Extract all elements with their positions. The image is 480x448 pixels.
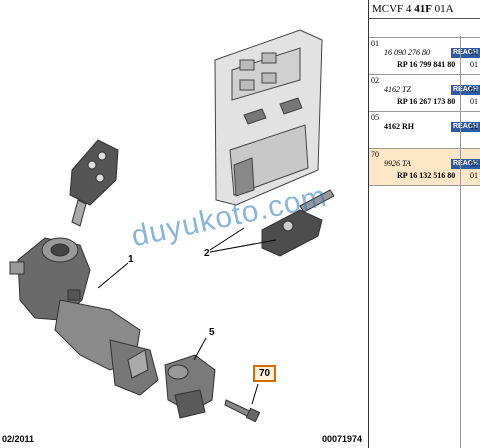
part-qty: 01 bbox=[470, 48, 478, 57]
part-row-05[interactable]: 05 4162 RH REACH 01 bbox=[369, 112, 480, 149]
part-ref-line: 16 090 276 80 REACH 01 bbox=[384, 47, 480, 59]
footer-date: 02/2011 bbox=[2, 434, 35, 444]
part-rp-number[interactable]: RP 16 267 173 80 bbox=[397, 97, 456, 106]
part-index: 05 bbox=[371, 113, 379, 122]
reach-badge: REACH bbox=[451, 48, 480, 58]
callout-1[interactable]: 1 bbox=[128, 254, 134, 265]
code-prefix: MCVF 4 bbox=[372, 3, 412, 15]
part-ref-line: 4162 RH REACH 01 bbox=[384, 121, 480, 133]
part-index: 01 bbox=[371, 39, 379, 48]
code-suffix: 01A bbox=[434, 3, 454, 15]
code-bold: 41F bbox=[414, 3, 432, 15]
reach-badge: REACH bbox=[451, 85, 480, 95]
exploded-view-illustration: duyukoto.com 1 2 5 70 02/2011 00071974 bbox=[0, 0, 369, 448]
parts-list-panel: MCVF 4 41F 01A 01 16 090 276 80 REACH 01… bbox=[369, 0, 480, 448]
callout-70-highlighted[interactable]: 70 bbox=[253, 365, 277, 382]
part-qty: 02 bbox=[470, 159, 478, 168]
part-ref-line: 9926 TA REACH 02 bbox=[384, 158, 480, 170]
part-index: 70 bbox=[371, 150, 379, 159]
part-qty: 01 bbox=[470, 171, 478, 180]
fixing-bolt bbox=[224, 399, 261, 423]
ignition-lock-assembly bbox=[9, 237, 159, 396]
part-row-02[interactable]: 02 4162 TZ REACH 01 RP 16 267 173 80 01 bbox=[369, 75, 480, 112]
part-index: 02 bbox=[371, 76, 379, 85]
door-panel bbox=[214, 29, 323, 206]
part-ref: 16 090 276 80 bbox=[384, 48, 430, 57]
part-ref: 4162 RH bbox=[384, 122, 414, 131]
part-rp-line: RP 16 799 841 80 01 bbox=[384, 59, 478, 71]
footer-drawing-ref: 00071974 bbox=[321, 434, 362, 444]
callout-2[interactable]: 2 bbox=[204, 248, 210, 259]
part-rp-line: RP 16 267 173 80 01 bbox=[384, 96, 478, 108]
part-rp-number[interactable]: RP 16 799 841 80 bbox=[397, 60, 456, 69]
part-row-70-highlighted[interactable]: 70 9926 TA REACH 02 RP 16 132 516 80 01 bbox=[369, 149, 480, 186]
part-qty: 01 bbox=[470, 60, 478, 69]
qty-column-divider bbox=[460, 36, 461, 448]
remote-key bbox=[261, 189, 335, 257]
parts-drawing bbox=[9, 29, 335, 423]
lock-cylinder bbox=[164, 354, 216, 419]
part-ref-line: 4162 TZ REACH 01 bbox=[384, 84, 480, 96]
part-ref: 4162 TZ bbox=[384, 85, 411, 94]
catalog-code-header: MCVF 4 41F 01A bbox=[369, 0, 480, 19]
part-qty: 01 bbox=[470, 122, 478, 131]
part-qty: 01 bbox=[470, 85, 478, 94]
part-row-01[interactable]: 01 16 090 276 80 REACH 01 RP 16 799 841 … bbox=[369, 38, 480, 75]
part-rp-line: RP 16 132 516 80 01 bbox=[384, 170, 478, 182]
part-rp-number[interactable]: RP 16 132 516 80 bbox=[397, 171, 456, 180]
part-qty: 01 bbox=[470, 97, 478, 106]
leader-lines bbox=[97, 227, 277, 405]
reach-badge: REACH bbox=[451, 122, 480, 132]
key-fob-remote bbox=[69, 139, 119, 227]
reach-badge: REACH bbox=[451, 159, 480, 169]
callout-5[interactable]: 5 bbox=[209, 327, 215, 338]
header-spacer bbox=[369, 19, 480, 38]
part-ref: 9926 TA bbox=[384, 159, 411, 168]
